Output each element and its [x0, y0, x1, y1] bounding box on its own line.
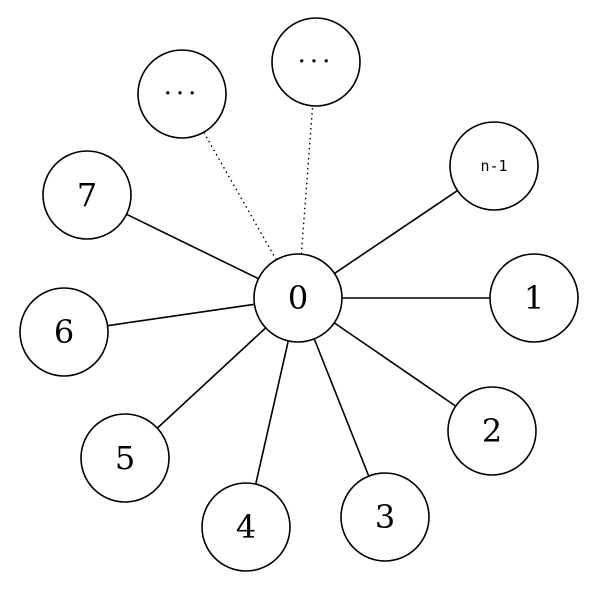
- node-label: 1: [524, 279, 544, 317]
- node-circle: [19, 287, 109, 377]
- edge-0-2: [333, 322, 457, 407]
- node-label: 3: [375, 498, 395, 536]
- edges: [107, 105, 490, 485]
- node-0: 0: [253, 253, 343, 343]
- node-circle: [271, 17, 361, 107]
- node-1: 1: [489, 253, 579, 343]
- nodes: 0 1 2 3 4 5 6 7 ··· ··· n-1: [19, 17, 579, 572]
- node-label: ···: [298, 47, 335, 77]
- edge-0-5: [156, 327, 267, 429]
- node-label: 0: [288, 279, 308, 317]
- node-circle: [137, 49, 227, 139]
- edge-0-7: [126, 213, 259, 280]
- node-7: 7: [42, 150, 132, 240]
- node-label: 2: [482, 412, 502, 450]
- edge-0-4: [254, 340, 290, 485]
- node-circle: [449, 121, 539, 211]
- node-circle: [42, 150, 132, 240]
- edge-0-6: [107, 303, 255, 327]
- node-3: 3: [340, 472, 430, 562]
- node-label: ···: [164, 79, 201, 109]
- node-label: 7: [77, 176, 97, 214]
- node-circle: [489, 253, 579, 343]
- node-n-1: n-1: [449, 121, 539, 211]
- edge-0-3: [313, 338, 370, 477]
- node-6: 6: [19, 287, 109, 377]
- node-label: 5: [115, 439, 135, 477]
- node-circle: [340, 472, 430, 562]
- node-2: 2: [447, 386, 537, 476]
- node-circle: [80, 413, 170, 503]
- edge-0-ellipsis-b: [300, 105, 314, 255]
- node-circle: [201, 482, 291, 572]
- node-label: 4: [236, 508, 256, 546]
- node-circle: [253, 253, 343, 343]
- node-label: n-1: [480, 157, 507, 175]
- node-ellipsis-a: ···: [137, 49, 227, 139]
- edge-0-ellipsis-a: [203, 131, 277, 261]
- edge-0-n-1: [334, 189, 458, 275]
- node-ellipsis-b: ···: [271, 17, 361, 107]
- node-5: 5: [80, 413, 170, 503]
- node-4: 4: [201, 482, 291, 572]
- node-label: 6: [54, 313, 74, 351]
- node-circle: [447, 386, 537, 476]
